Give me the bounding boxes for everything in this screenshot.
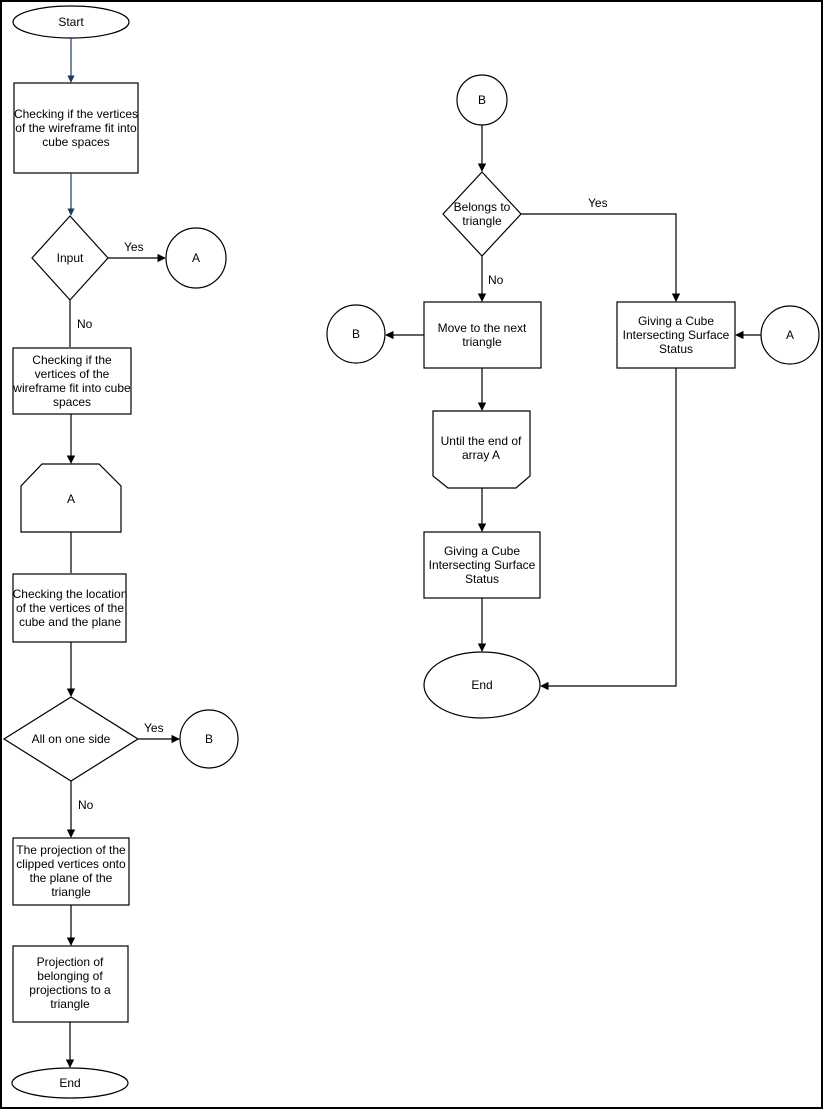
- all-on-one-side-label: All on one side: [32, 732, 111, 746]
- loop-start-a-label: A: [67, 492, 75, 506]
- node-label-line: vertices of the: [35, 367, 110, 381]
- node-label-line: Giving a Cube: [638, 314, 714, 328]
- node-label-line: Intersecting Surface: [429, 558, 536, 572]
- node-label-line: wireframe fit into cube: [12, 381, 131, 395]
- node-label-line: End: [59, 1076, 80, 1090]
- connector-a-left-label: A: [192, 251, 200, 265]
- node-label-line: projections to a: [29, 983, 111, 997]
- node-label-line: Move to the next: [438, 321, 527, 335]
- giving-status-process-1: [423, 531, 541, 599]
- connector-b-right-label: B: [352, 327, 360, 341]
- edge-label-input-yes: Yes: [124, 240, 144, 254]
- node-label-line: clipped vertices onto: [16, 857, 126, 871]
- node-label-line: B: [478, 93, 486, 107]
- node-label-line: triangle: [462, 214, 502, 228]
- node-label-line: Checking the location: [13, 587, 128, 601]
- node-label-line: Until the end of: [441, 434, 522, 448]
- edge-belongs-yes: [521, 213, 681, 302]
- loop-start-a: [20, 463, 122, 533]
- node-label-line: B: [352, 327, 360, 341]
- node-label-line: belonging of: [37, 969, 103, 983]
- node-label-line: array A: [462, 448, 500, 462]
- loop-end-array: [432, 410, 531, 489]
- node-label-line: cube spaces: [42, 135, 109, 149]
- input-decision-label: Input: [57, 251, 84, 265]
- projection-clipped-process: [12, 837, 130, 906]
- edge-label-belongs-no: No: [488, 273, 504, 287]
- move-next-triangle-process: [423, 301, 542, 369]
- connector-b-right: [326, 304, 386, 364]
- edge-label-input-no: No: [77, 317, 93, 331]
- connector-b-left-label: B: [205, 732, 213, 746]
- end-left-label: End: [59, 1076, 80, 1090]
- node-label-line: the plane of the: [30, 871, 113, 885]
- node-label-line: triangle: [50, 997, 90, 1011]
- edge-label-belongs-yes: Yes: [588, 196, 608, 210]
- node-label-line: B: [205, 732, 213, 746]
- node-label-line: A: [192, 251, 200, 265]
- projection-belonging-process: [12, 945, 129, 1023]
- edge-status2-to-end: [540, 368, 677, 691]
- connector-b-left: [179, 709, 239, 769]
- end-terminator-left: [11, 1067, 129, 1099]
- node-label-line: cube and the plane: [19, 615, 121, 629]
- node-label-line: Checking if the: [32, 353, 112, 367]
- node-label-line: spaces: [53, 395, 91, 409]
- node-label-line: triangle: [51, 885, 91, 899]
- node-label-line: All on one side: [32, 732, 111, 746]
- node-label-line: of the vertices of the: [16, 601, 124, 615]
- node-label-line: Intersecting Surface: [623, 328, 730, 342]
- node-label-line: Checking if the vertices: [14, 107, 138, 121]
- check-location-process: [12, 573, 127, 643]
- check-vertices-process-2: [12, 347, 132, 415]
- check-vertices-process-1: [13, 82, 139, 174]
- node-label-line: triangle: [462, 335, 502, 349]
- connector-a-left: [165, 227, 227, 289]
- node-label-line: Giving a Cube: [444, 544, 520, 558]
- node-label-line: Status: [465, 572, 499, 586]
- connector-a-right-label: A: [786, 328, 794, 342]
- node-label-line: Projection of: [37, 955, 104, 969]
- node-label-line: Belongs to: [454, 200, 511, 214]
- edge-label-side-no: No: [78, 798, 94, 812]
- connector-b-top-label: B: [478, 93, 486, 107]
- node-label-line: Status: [659, 342, 693, 356]
- edge-label-side-yes: Yes: [144, 721, 164, 735]
- node-label-line: of the wireframe fit into: [15, 121, 137, 135]
- end-right-label: End: [471, 678, 492, 692]
- giving-status-process-2: [616, 301, 736, 369]
- node-label-line: A: [67, 492, 75, 506]
- node-label-line: Start: [58, 15, 84, 29]
- node-label-line: End: [471, 678, 492, 692]
- node-label-line: A: [786, 328, 794, 342]
- start-label: Start: [58, 15, 84, 29]
- end-terminator-right: [423, 651, 541, 719]
- node-label-line: Input: [57, 251, 84, 265]
- node-label-line: The projection of the: [16, 843, 126, 857]
